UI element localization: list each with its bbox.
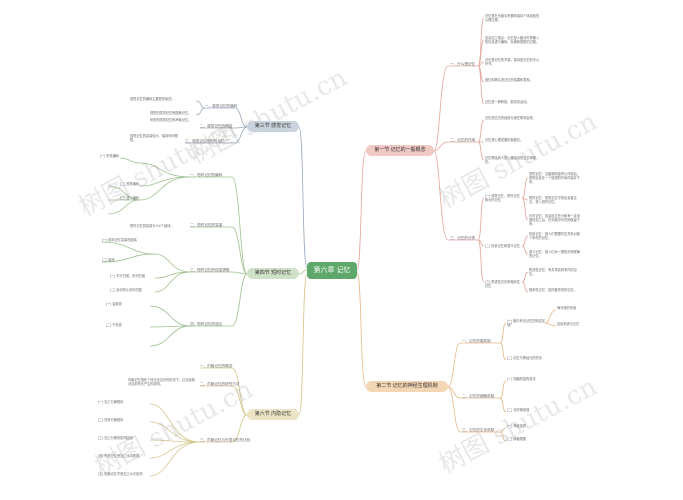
branch-section-4[interactable]: 第四节 短时记忆 [247, 268, 299, 279]
leaf-text[interactable]: (二) 视觉编码 [120, 182, 139, 186]
leaf-text[interactable]: (二) 干扰说 [106, 323, 122, 327]
leaf-text: 陈述性记忆：有关事实和事件的记忆。 [529, 268, 577, 276]
leaf-text: 短时记忆的容量为7±2个组块。 [130, 224, 174, 228]
leaf-text[interactable]: (二) 情景记忆和语义记忆 [485, 244, 520, 248]
leaf-text: 海马体的作用 [557, 306, 577, 310]
leaf-text[interactable]: (三) 语义编码 [120, 196, 139, 200]
leaf-text: 视觉的感觉记忆称图像记忆。 [150, 111, 192, 115]
leaf-text: 信息加工观点：记忆是人脑对外界输入的信息进行编码、存储和提取的过程。 [485, 36, 540, 44]
leaf-text[interactable]: (二) 长时程增强 [507, 408, 530, 412]
leaf-text: 长时记忆：信息经过充分和有一定深度的加工后，在头脑中长时间保留下来。 [529, 214, 580, 226]
leaf-text[interactable]: (二) 组块 [102, 258, 115, 262]
leaf-text: 记忆是心理发展的奠基石。 [485, 138, 524, 142]
leaf-text[interactable]: (二) 记忆与神经元的关系 [507, 356, 542, 360]
leaf-text[interactable]: (一) 神经递质 [507, 424, 526, 428]
leaf-text[interactable]: (二) 自动停止系列扫描 [110, 288, 142, 292]
leaf-text: 记忆是在头脑中积累和保持个体经验的心理过程。 [485, 14, 540, 22]
leaf-text[interactable]: (一) 感觉记忆、短时记忆和长时记忆 [485, 194, 520, 202]
subtopic[interactable]: 二、记忆的细胞机制 [462, 394, 495, 398]
subtopic[interactable]: 二、短时记忆的容量 [190, 223, 223, 227]
leaf-text[interactable]: (二) 核糖核酸 [507, 437, 526, 441]
leaf-text[interactable]: (一) 脑中有无记忆的特定区域？ [507, 319, 546, 327]
leaf-text: 程序性记忆：如何做事情的记忆。 [529, 288, 577, 292]
subtopic[interactable]: 一、内隐记忆的概念 [200, 364, 233, 368]
subtopic[interactable]: 二、记忆的作用 [450, 138, 476, 142]
leaf-text: 记忆联结着人的心理活动的过去和现在。 [485, 156, 536, 164]
leaf-text: 回忆和再认是记忆的结果和表现。 [485, 78, 533, 82]
leaf-text[interactable]: (三) 加工分离的影响因素 [98, 436, 133, 440]
leaf-text[interactable]: (五) 内隐记忆不受加工水平影响 [98, 472, 143, 476]
subtopic[interactable]: 三、感觉记忆与短时记忆 [185, 139, 225, 143]
leaf-text: 情景记忆：指人们根据时空关系对某个事件的记忆。 [529, 232, 580, 240]
leaf-text: 感觉记忆：当客观刺激停止作用后，感觉信息在一个极短的时间内保存下来。 [529, 172, 580, 184]
branch-section-2[interactable]: 第二节 记忆的神经生理机制 [366, 381, 448, 392]
leaf-text[interactable]: (一) 突触的结构变化 [507, 377, 536, 381]
leaf-text[interactable]: (一) 听觉编码 [100, 154, 119, 158]
leaf-text: 记忆是一种积极、能动的活动。 [485, 100, 530, 104]
branch-section-1[interactable]: 第一节 记忆的一般概念 [366, 145, 434, 156]
leaf-text: 内隐记忆指在个体无法意识的情况下，过去经验对当前作业产生的影响。 [128, 378, 195, 386]
leaf-text: 记忆把过去的经验与现在联系起来。 [485, 116, 536, 120]
leaf-text[interactable]: (一) 加工分离程序 [98, 400, 124, 404]
subtopic[interactable]: 一、记忆的脑机制 [462, 339, 491, 343]
leaf-text[interactable]: (四) 外显记忆受加工水平影响 [98, 454, 140, 458]
leaf-text[interactable]: (二) 任务分离程序 [98, 418, 124, 422]
leaf-text: 识记是记忆的开端，保持是记忆的中心环节。 [485, 58, 540, 66]
subtopic[interactable]: 一、短时记忆的编码 [190, 173, 223, 177]
subtopic[interactable]: 三、记忆的生化机制 [462, 428, 495, 432]
leaf-text: 短时记忆：感觉记忆中的信息被注意，进入短时记忆。 [529, 196, 577, 204]
subtopic[interactable]: 三、内隐记忆与外显记忆的比较 [200, 438, 251, 442]
leaf-text[interactable]: (一) 影响记忆容量的因素 [102, 238, 137, 242]
leaf-text: 感觉记忆的编码主要是形象的。 [130, 97, 175, 101]
subtopic[interactable]: 三、短时记忆的信息提取 [190, 268, 230, 272]
subtopic[interactable]: 四、短时记忆的遗忘 [190, 322, 223, 326]
subtopic[interactable]: 一、感觉记忆的编码 [205, 104, 238, 108]
subtopic[interactable]: 一、什么是记忆 [450, 62, 476, 66]
leaf-text[interactable]: (一) 衰退说 [106, 302, 122, 306]
leaf-text[interactable]: (一) 平行扫描、系列扫描 [110, 274, 145, 278]
central-topic[interactable]: 第六章 记忆 [307, 262, 357, 279]
subtopic[interactable]: 二、内隐记忆的研究方法 [200, 382, 240, 386]
subtopic[interactable]: 二、感觉记忆的特征 [200, 124, 233, 128]
branch-section-3[interactable]: 第三节 感觉记忆 [247, 121, 299, 132]
subtopic[interactable]: 三、记忆的分类 [450, 236, 476, 240]
leaf-text[interactable]: (三) 陈述性记忆和程序性记忆 [485, 280, 520, 288]
leaf-text: 感觉记忆的容量较大，保持时间很短。 [130, 134, 178, 142]
leaf-text: 边缘系统与记忆 [557, 322, 580, 326]
branch-section-6[interactable]: 第六节 内隐记忆 [247, 409, 299, 420]
leaf-text: 听觉的感觉记忆称声像记忆。 [150, 118, 192, 122]
leaf-text: 语义记忆：指人们对一般知识和规律的记忆。 [529, 250, 580, 258]
